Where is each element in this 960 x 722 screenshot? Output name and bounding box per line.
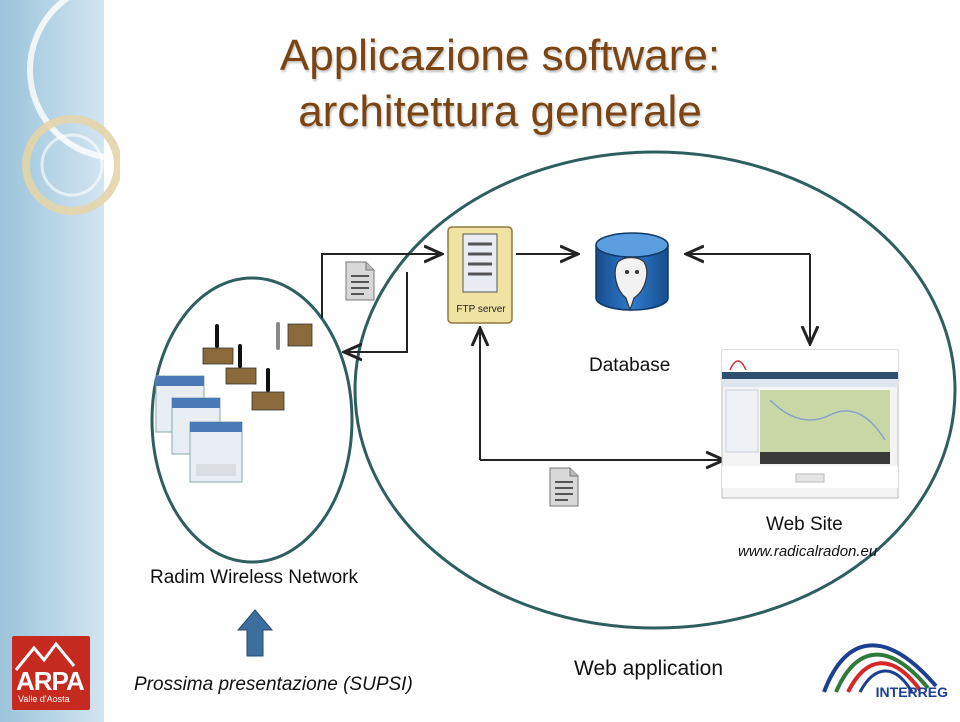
arpa-logo-subtext: Valle d'Aosta [18, 694, 70, 704]
arrow-network-to-ftp [321, 254, 440, 318]
web-site-label: Web Site [766, 514, 843, 535]
database-label: Database [589, 355, 671, 376]
next-presentation-label: Prossima presentazione (SUPSI) [134, 674, 413, 695]
ftp-server-label: FTP server [456, 304, 506, 315]
interreg-logo: INTERREG [816, 626, 956, 716]
radim-devices-image [155, 322, 313, 483]
page-title: Applicazione software: architettura gene… [180, 28, 820, 140]
arrow-ftp-to-network [346, 272, 408, 352]
interreg-logo-text: INTERREG [875, 684, 948, 700]
web-application-boundary [353, 150, 957, 630]
database-icon [595, 232, 669, 312]
ftp-server-icon [447, 226, 513, 324]
arpa-logo-text: ARPA [16, 666, 85, 696]
title-line-2: architettura generale [298, 87, 702, 136]
decorative-rings [22, 0, 120, 215]
web-site-url: www.radicalradon.eu [738, 543, 878, 560]
interreg-arcs-icon [822, 643, 938, 693]
arpa-logo: ARPA Valle d'Aosta [12, 636, 90, 710]
radim-network-boundary [150, 276, 354, 564]
document-icon [345, 261, 375, 301]
up-arrow-icon [236, 609, 274, 657]
web-application-label: Web application [574, 657, 724, 680]
title-line-1: Applicazione software: [279, 31, 721, 80]
arpa-mountain-icon [14, 641, 76, 671]
radim-network-label: Radim Wireless Network [150, 567, 358, 588]
document-icon [549, 467, 579, 507]
website-screenshot [721, 349, 899, 499]
